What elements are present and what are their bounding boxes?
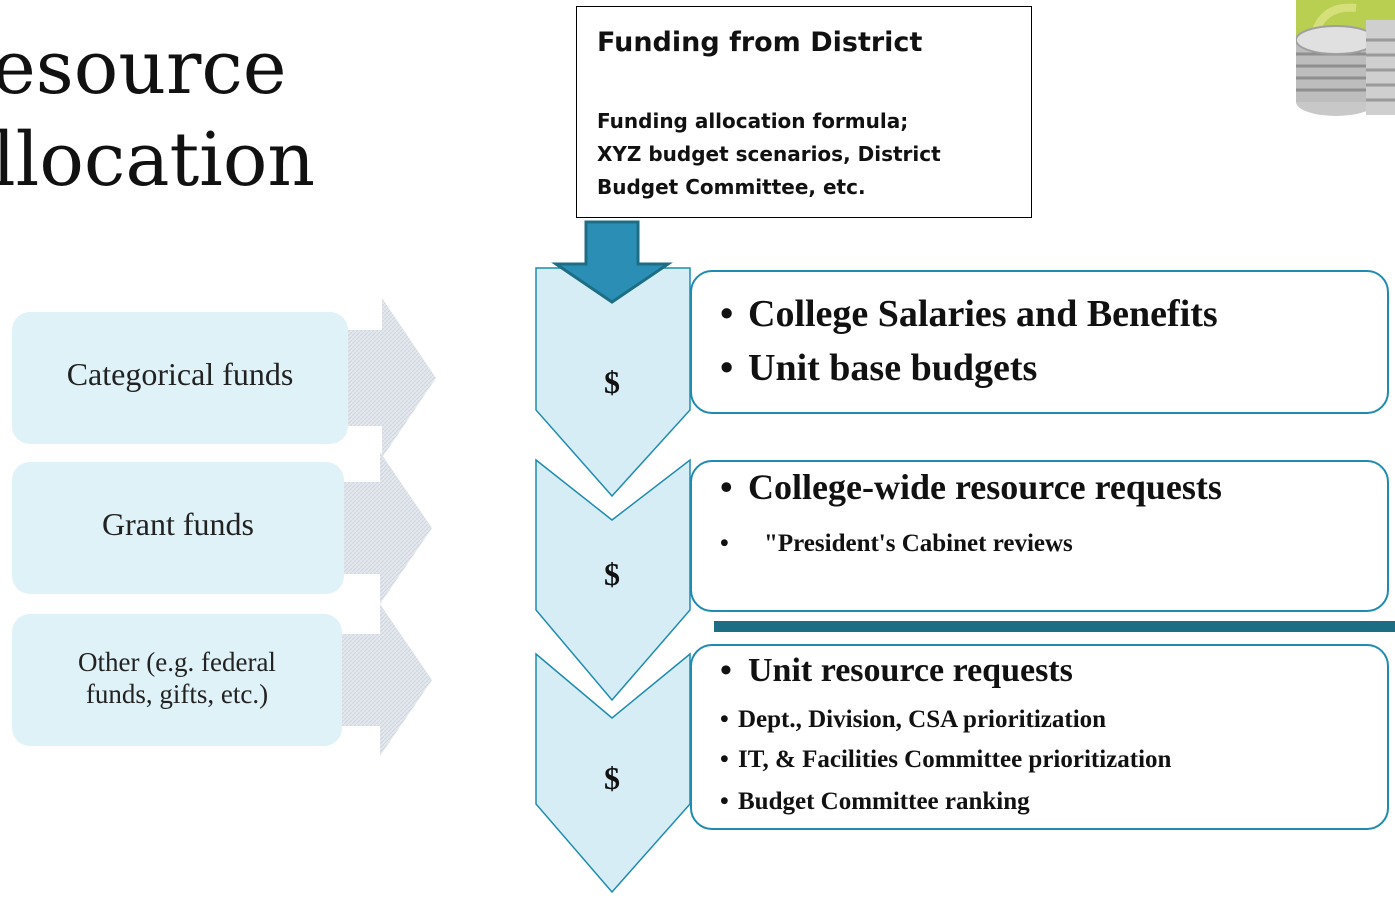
level-3-item-1: • Unit resource requests [720,652,1073,690]
page-title: esource llocation [0,22,315,206]
chevron-2 [535,458,691,702]
source-label-other-line-1: Other (e.g. federal [78,647,276,677]
bullet-dot: • [720,347,734,389]
funding-description: Funding allocation formula; XYZ budget s… [597,105,1017,204]
down-arrow-icon [551,220,673,304]
source-arrow-1 [348,298,436,458]
source-box-categorical [12,312,348,444]
funding-desc-line-3: Budget Committee, etc. [597,175,866,199]
source-box-other [12,614,342,746]
level-2-item-2-text: "President's Cabinet reviews [764,530,1073,557]
level-3-item-3: • IT, & Facilities Committee prioritizati… [720,746,1171,774]
source-label-categorical: Categorical funds [66,356,294,392]
level-1-item-1-text: College Salaries and Benefits [748,293,1218,335]
level-3-item-3-text: IT, & Facilities Committee prioritizatio… [738,746,1172,773]
divider-bar [714,621,1395,632]
level-2-dollar: $ [604,556,620,592]
level-3-item-1-text: Unit resource requests [748,652,1073,689]
level-2-item-1: • College-wide resource requests [720,466,1222,508]
bullet-dot: • [720,467,733,507]
funding-box: Funding from District Funding allocation… [576,6,1032,218]
level-3-item-2: • Dept., Division, CSA prioritization [720,706,1106,734]
level-box-1 [690,270,1389,414]
level-1-dollar: $ [604,364,620,400]
source-arrow-2 [344,452,432,604]
level-box-3 [690,644,1389,830]
bullet-dot: • [720,530,729,557]
title-line-1: esource [0,25,287,111]
level-2-item-2: • "President's Cabinet reviews [720,530,1073,558]
funding-desc-line-1: Funding allocation formula; [597,109,909,133]
bullet-dot: • [720,652,732,689]
source-label-grant: Grant funds [102,506,254,542]
bullet-dot: • [720,706,729,733]
funding-title: Funding from District [597,27,923,58]
title-line-2: llocation [0,117,316,203]
level-3-item-2-text: Dept., Division, CSA prioritization [738,706,1107,733]
bullet-dot: • [720,746,729,773]
bullet-dot: • [720,293,734,335]
funding-desc-line-2: XYZ budget scenarios, District [597,142,941,166]
source-label-other: Other (e.g. federal funds, gifts, etc.) [12,646,342,710]
source-label-other-line-2: funds, gifts, etc.) [85,679,269,709]
source-box-grant [12,462,344,594]
level-1-item-1: • College Salaries and Benefits [720,292,1218,336]
coins-icon [1296,0,1395,116]
level-box-2 [690,460,1389,612]
level-3-item-4: • Budget Committee ranking [720,788,1030,816]
bullet-dot: • [720,788,729,815]
level-1-item-2: • Unit base budgets [720,346,1037,390]
source-arrow-3 [342,604,432,756]
level-1-item-2-text: Unit base budgets [748,347,1038,389]
level-3-item-4-text: Budget Committee ranking [738,788,1030,815]
level-3-dollar: $ [604,760,620,796]
level-2-item-1-text: College-wide resource requests [748,467,1222,507]
